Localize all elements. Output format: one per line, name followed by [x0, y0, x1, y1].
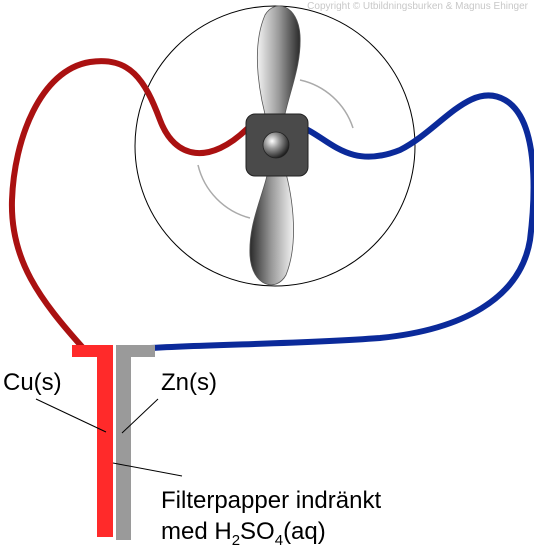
rotation-arc-bottom [197, 164, 251, 219]
label-electrolyte-suffix: (aq) [283, 518, 326, 545]
label-filter-paper: Filterpapper indränkt [161, 487, 382, 514]
rotation-arc-top [299, 79, 354, 129]
subscript-4: 4 [274, 532, 284, 549]
zinc-electrode [116, 345, 155, 540]
leader-line-zn [121, 398, 159, 434]
label-zinc: Zn(s) [161, 369, 217, 396]
subscript-2: 2 [231, 532, 241, 549]
label-electrolyte: med H2SO4(aq) [161, 518, 326, 549]
propeller-blade-bottom [249, 159, 294, 286]
label-electrolyte-prefix: med H [161, 518, 232, 545]
propeller-blade-top [257, 5, 301, 133]
leader-line-cu [35, 398, 107, 433]
propeller-hub [262, 131, 290, 159]
copper-wire [8, 58, 251, 352]
zinc-wire [147, 92, 534, 351]
copper-electrode [72, 345, 113, 537]
copyright-text: Copyright © Utbildningsburken & Magnus E… [307, 1, 528, 12]
label-copper: Cu(s) [3, 369, 62, 396]
leader-line-filter [112, 462, 183, 477]
label-electrolyte-mid: SO [240, 518, 275, 545]
